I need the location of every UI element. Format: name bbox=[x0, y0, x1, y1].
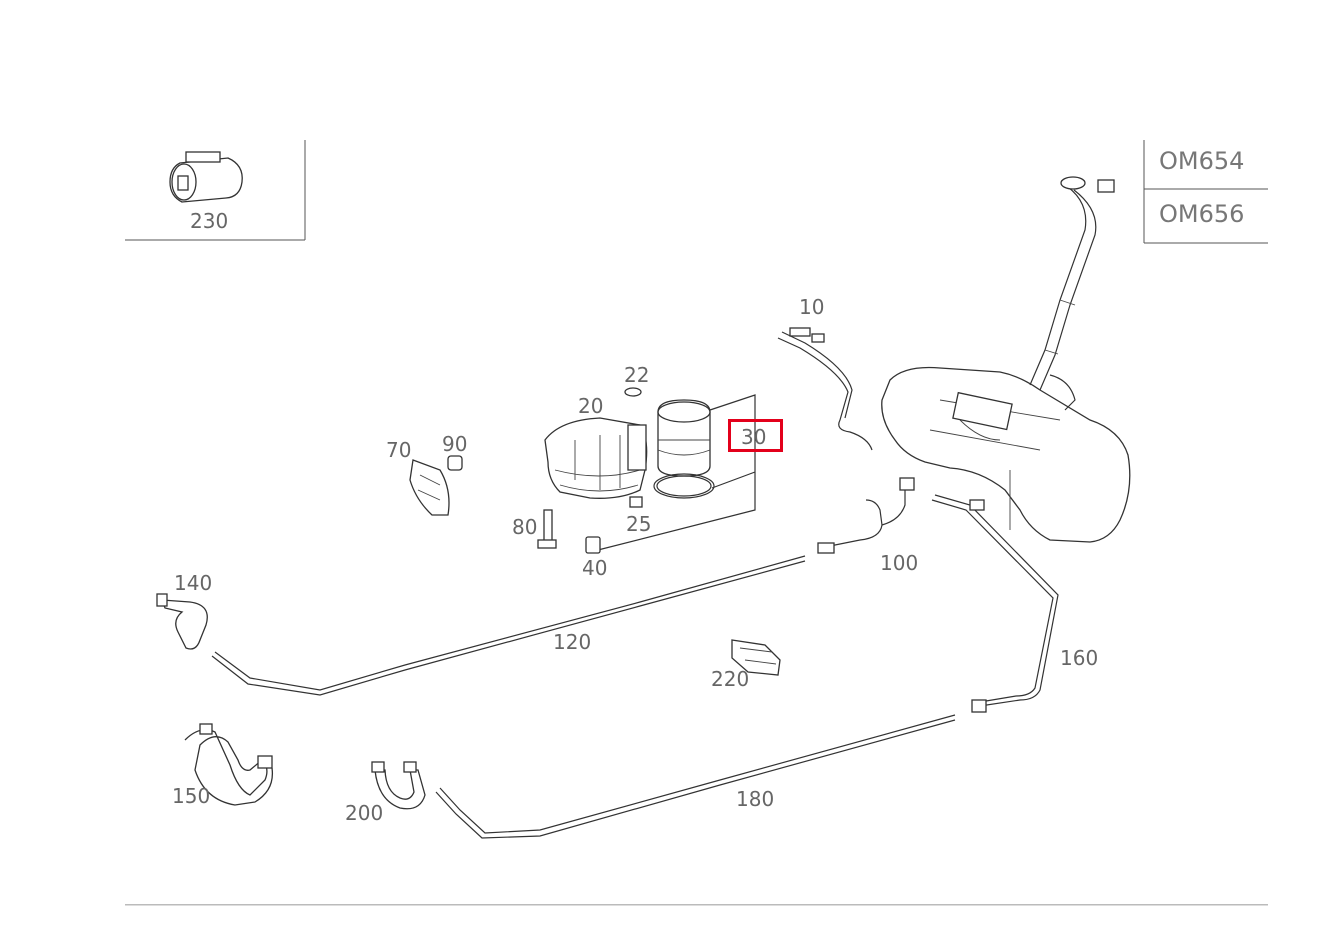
part-label-230[interactable]: 230 bbox=[190, 209, 229, 233]
part-100-line[interactable] bbox=[817, 477, 915, 554]
part-label-22[interactable]: 22 bbox=[624, 363, 650, 387]
engine-variant-om654: OM654 bbox=[1159, 147, 1245, 175]
part-label-10[interactable]: 10 bbox=[799, 295, 825, 319]
part-160-line[interactable] bbox=[931, 494, 1059, 713]
part-label-70[interactable]: 70 bbox=[386, 438, 412, 462]
part-label-120[interactable]: 120 bbox=[553, 630, 592, 654]
part-label-40[interactable]: 40 bbox=[582, 556, 608, 580]
part-label-25[interactable]: 25 bbox=[626, 512, 652, 536]
part-label-90[interactable]: 90 bbox=[442, 432, 468, 456]
engine-variant-om656: OM656 bbox=[1159, 200, 1245, 228]
fuel-filter-group[interactable] bbox=[544, 387, 756, 551]
fuel-tank[interactable] bbox=[881, 176, 1131, 543]
part-230-clip[interactable] bbox=[169, 151, 243, 203]
part-label-100[interactable]: 100 bbox=[880, 551, 919, 575]
part-label-30[interactable]: 30 bbox=[741, 425, 767, 449]
bottom-rule bbox=[125, 904, 1268, 906]
part-label-20[interactable]: 20 bbox=[578, 394, 604, 418]
part-140-hose[interactable] bbox=[156, 593, 208, 650]
part-80-bolt[interactable] bbox=[537, 509, 557, 549]
part-40-fitting[interactable] bbox=[585, 536, 601, 554]
part-label-140[interactable]: 140 bbox=[174, 571, 213, 595]
engine-variant-box bbox=[1143, 140, 1268, 244]
part-180-line[interactable] bbox=[435, 714, 956, 839]
part-220-connector[interactable] bbox=[731, 639, 781, 676]
part-150-hose[interactable] bbox=[184, 723, 274, 806]
part-label-220[interactable]: 220 bbox=[711, 667, 750, 691]
part-label-80[interactable]: 80 bbox=[512, 515, 538, 539]
part-label-180[interactable]: 180 bbox=[736, 787, 775, 811]
part-200-hose[interactable] bbox=[371, 761, 426, 810]
part-90-nut[interactable] bbox=[447, 455, 463, 471]
part-label-150[interactable]: 150 bbox=[172, 784, 211, 808]
part-label-200[interactable]: 200 bbox=[345, 801, 384, 825]
part-70-bracket[interactable] bbox=[409, 459, 450, 516]
selected-part-highlight bbox=[728, 419, 783, 452]
part-10-line[interactable] bbox=[777, 327, 873, 451]
inset-box-230 bbox=[125, 140, 306, 241]
part-label-160[interactable]: 160 bbox=[1060, 646, 1099, 670]
part-120-line[interactable] bbox=[211, 555, 806, 696]
